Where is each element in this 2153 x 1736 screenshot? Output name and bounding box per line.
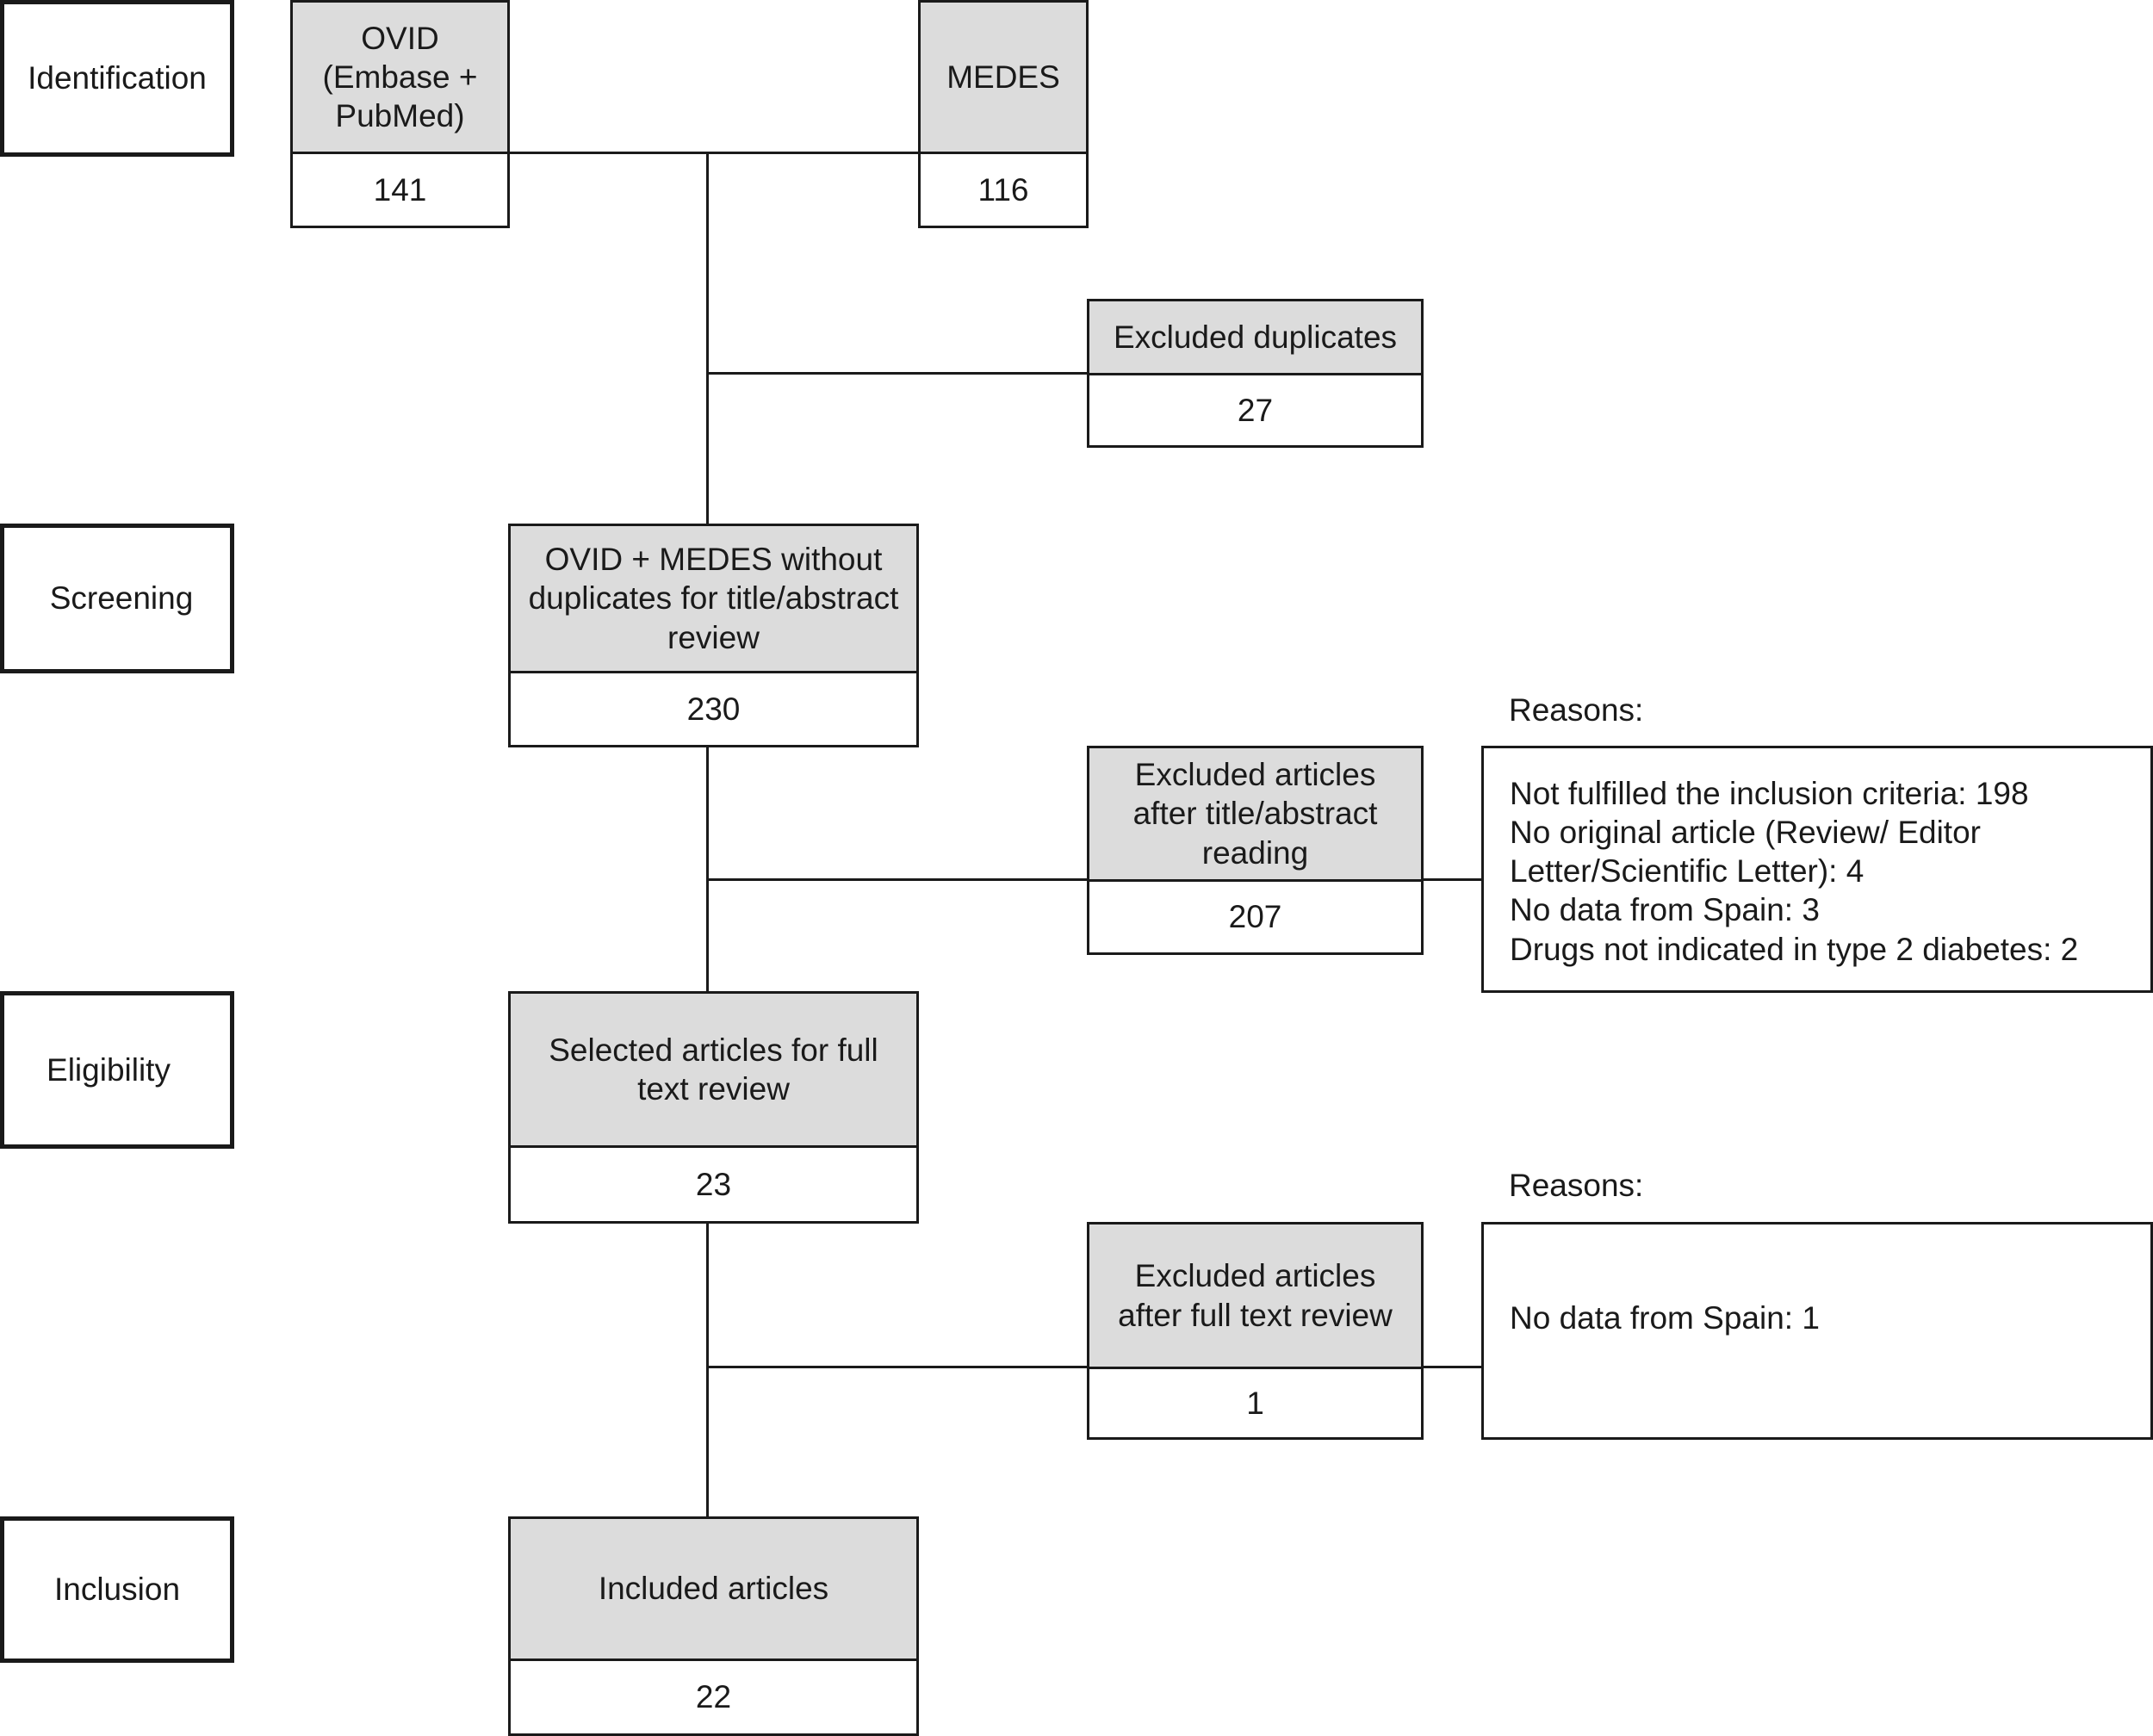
screening-count-box: 230 (508, 671, 919, 747)
duplicates-count: 27 (1237, 392, 1274, 428)
ovid-source-label: OVID (Embase + PubMed) (322, 20, 478, 134)
connector-main-vertical (706, 152, 709, 525)
screening-label: OVID + MEDES without duplicates for titl… (528, 542, 899, 655)
stage-eligibility: Eligibility (0, 991, 234, 1149)
reasons-full-item: No data from Spain: 1 (1510, 1299, 1820, 1336)
connector-sources-horizontal (508, 152, 920, 154)
ovid-count-box: 141 (290, 152, 510, 228)
reasons-title-item: Not fulfilled the inclusion criteria: 19… (1510, 776, 2029, 811)
excluded-title-label: Excluded articles after title/abstract r… (1132, 757, 1378, 871)
stage-eligibility-label: Eligibility (47, 1051, 171, 1088)
connector-selected-down (706, 1222, 709, 1516)
stage-screening: Screening (0, 524, 234, 673)
stage-inclusion-label: Inclusion (53, 1572, 181, 1607)
connector-reasons-title (1421, 878, 1483, 881)
included-label: Included articles (598, 1571, 829, 1607)
reasons-title-item: No original article (Review/ Editor (1510, 815, 1981, 851)
included-box: Included articles (508, 1516, 919, 1661)
stage-screening-label: Screening (49, 580, 194, 616)
reasons-title-box: Not fulfilled the inclusion criteria: 19… (1481, 746, 2153, 993)
stage-identification-label: Identification (28, 60, 207, 96)
excluded-full-count: 1 (1246, 1385, 1264, 1421)
excluded-title-count: 207 (1228, 899, 1282, 934)
reasons-title-heading: Reasons: (1509, 692, 1644, 728)
medes-count: 116 (977, 171, 1029, 208)
duplicates-box: Excluded duplicates (1087, 299, 1424, 375)
connector-excluded-title (706, 878, 1089, 881)
excluded-title-box: Excluded articles after title/abstract r… (1087, 746, 1424, 882)
connector-screening-down (706, 746, 709, 993)
medes-source-label: MEDES (946, 59, 1060, 95)
reasons-title-item: Drugs not indicated in type 2 diabetes: … (1510, 931, 2079, 967)
selected-label: Selected articles for full text review (549, 1032, 878, 1107)
connector-excluded-full (706, 1366, 1089, 1368)
connector-reasons-full (1421, 1366, 1483, 1368)
selected-count-box: 23 (508, 1145, 919, 1224)
selected-count: 23 (695, 1166, 732, 1202)
selected-box: Selected articles for full text review (508, 991, 919, 1148)
reasons-full-box: No data from Spain: 1 (1481, 1222, 2153, 1440)
duplicates-label: Excluded duplicates (1113, 319, 1398, 355)
screening-count: 230 (686, 691, 741, 727)
medes-count-box: 116 (918, 152, 1089, 228)
included-count: 22 (695, 1679, 732, 1714)
stage-identification: Identification (0, 0, 234, 157)
ovid-count: 141 (373, 171, 427, 208)
duplicates-count-box: 27 (1087, 373, 1424, 448)
excluded-full-label: Excluded articles after full text review (1118, 1258, 1393, 1333)
medes-source-box: MEDES (918, 0, 1089, 154)
included-count-box: 22 (508, 1658, 919, 1736)
reasons-full-heading: Reasons: (1509, 1168, 1644, 1203)
reasons-title-item: No data from Spain: 3 (1510, 892, 1820, 928)
ovid-source-box: OVID (Embase + PubMed) (290, 0, 510, 154)
excluded-title-count-box: 207 (1087, 879, 1424, 955)
excluded-full-box: Excluded articles after full text review (1087, 1222, 1424, 1369)
reasons-title-item: Letter/Scientific Letter): 4 (1510, 853, 1864, 890)
excluded-full-count-box: 1 (1087, 1367, 1424, 1440)
stage-inclusion: Inclusion (0, 1516, 234, 1663)
screening-box: OVID + MEDES without duplicates for titl… (508, 524, 919, 673)
connector-duplicates (706, 372, 1089, 375)
